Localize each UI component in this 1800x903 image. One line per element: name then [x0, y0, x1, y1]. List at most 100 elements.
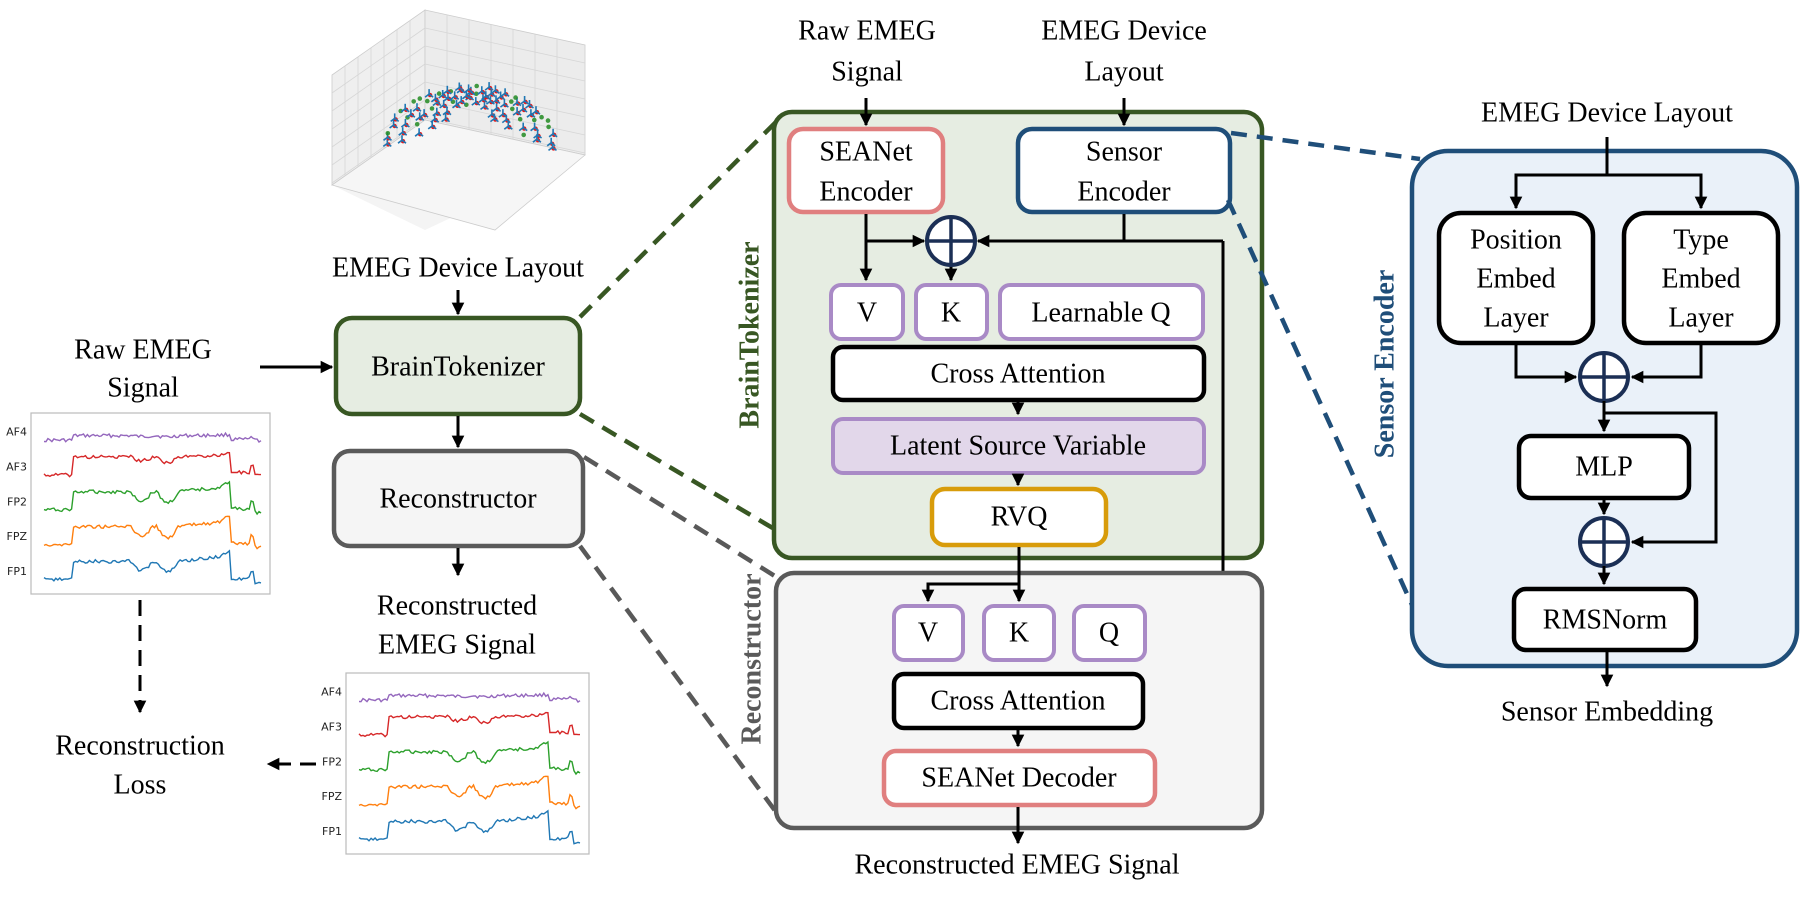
sensor-orientation — [460, 100, 466, 105]
signal-trace-af3 — [358, 711, 580, 738]
signal-trace-af4 — [358, 691, 581, 703]
sensor-orientation — [500, 95, 506, 101]
learnable-q-block[interactable]: Learnable Q — [998, 283, 1205, 341]
add-icon — [1578, 351, 1630, 403]
sensor-encoder-block[interactable]: Sensor Encoder — [1015, 126, 1233, 215]
rec-k-block[interactable]: K — [982, 604, 1056, 662]
tok-v-block[interactable]: V — [829, 283, 905, 341]
signal-trace-af3 — [43, 451, 261, 478]
signal-trace-fp1 — [43, 549, 262, 585]
tok-input-layout-1: EMEG Device — [1041, 16, 1207, 47]
tok-k-block[interactable]: K — [914, 283, 989, 341]
reconstructor-block[interactable]: Reconstructor — [331, 448, 586, 549]
zoom-connector-reconstructor-top — [582, 455, 780, 580]
sensor-orientation — [464, 88, 470, 94]
sensor-orientation — [495, 99, 501, 105]
sensor-orientation — [548, 146, 553, 152]
sensor-orientation — [493, 117, 499, 123]
sensor-orientation — [436, 101, 442, 107]
sensor-orientation — [548, 133, 554, 138]
signal-trace-fpz — [358, 775, 581, 810]
sensor-orientation — [387, 136, 392, 141]
sensor-orientation — [536, 138, 542, 143]
reference-point — [521, 132, 526, 138]
grid-line — [424, 45, 586, 82]
channel-label: AF4 — [6, 426, 27, 439]
channel-label: FPZ — [322, 790, 343, 803]
reference-point — [546, 124, 551, 130]
sensor-orientation — [496, 95, 502, 101]
sensor-orientation — [530, 113, 536, 118]
brain-tokenizer-block[interactable]: BrainTokenizer — [333, 315, 583, 417]
rvq-block[interactable]: RVQ — [929, 486, 1109, 548]
sensor-orientation — [490, 92, 496, 98]
sensor-orientation — [424, 93, 430, 98]
latent-source-variable-block[interactable]: Latent Source Variable — [831, 417, 1206, 475]
sensor-orientation — [406, 113, 412, 118]
sensor-orientation — [481, 90, 487, 95]
sensor-orientation — [434, 98, 440, 103]
learnable-q-label: Learnable Q — [1031, 298, 1170, 329]
sensor-encoder-label-2: Encoder — [1077, 177, 1171, 208]
sensor-orientation — [436, 112, 442, 117]
type-embed-layer-block[interactable]: Type Embed Layer — [1621, 210, 1781, 346]
sensor-orientation — [532, 138, 538, 143]
rec-q-block[interactable]: Q — [1072, 604, 1147, 662]
sensor-orientation — [442, 90, 448, 95]
mlp-block[interactable]: MLP — [1516, 433, 1692, 501]
sensor-orientation — [552, 133, 558, 138]
sensor-orientation — [499, 103, 505, 108]
sensor-orientation — [552, 146, 557, 152]
rec-cross-attention-block[interactable]: Cross Attention — [891, 671, 1146, 731]
position-embed-layer-block[interactable]: Position Embed Layer — [1436, 210, 1596, 346]
raw-signal-label-2: Signal — [107, 373, 179, 404]
reference-point — [429, 106, 435, 111]
reference-point — [509, 99, 514, 104]
sensor-orientation — [535, 110, 541, 115]
rec-v-block[interactable]: V — [892, 604, 965, 662]
add-icon — [925, 215, 977, 267]
sensor-orientation — [503, 125, 509, 130]
sensor-orientation — [456, 104, 461, 109]
sensor-orientation — [434, 118, 440, 123]
grid-line — [331, 99, 426, 166]
sensor-orientation — [492, 107, 498, 112]
reconstructor-label: Reconstructor — [379, 484, 537, 515]
seanet-encoder-block[interactable]: SEANet Encoder — [786, 126, 946, 215]
sensor-orientation — [443, 97, 449, 102]
sensor-orientation — [461, 95, 467, 100]
sensor-orientation — [531, 110, 537, 115]
sensor-orientation — [487, 113, 493, 119]
reference-point — [425, 98, 430, 104]
rmsnorm-label: RMSNorm — [1543, 605, 1668, 636]
zoom-connector-tokenizer-top — [578, 120, 778, 319]
reference-point — [532, 117, 537, 123]
reference-point — [414, 122, 420, 127]
sensor-orientation — [441, 117, 447, 123]
sensor-orientation — [456, 100, 462, 105]
sensor-orientation — [490, 89, 496, 94]
sensor-orientation — [439, 104, 445, 109]
sensor-orientation — [450, 95, 456, 100]
sensor-orientation — [400, 123, 406, 128]
seanet-decoder-block[interactable]: SEANet Decoder — [881, 748, 1158, 808]
sensor-orientation — [494, 89, 500, 94]
se-input-label: EMEG Device Layout — [1481, 98, 1733, 129]
reference-point — [436, 91, 442, 96]
tok-cross-attention-block[interactable]: Cross Attention — [830, 344, 1207, 403]
rvq-label: RVQ — [991, 502, 1048, 533]
reference-point — [510, 106, 515, 112]
sensor-orientation — [443, 104, 449, 109]
signal-trace-fp1 — [358, 809, 581, 845]
sensor-encoder-label-1: Sensor — [1086, 137, 1163, 168]
sensor-orientation — [484, 86, 490, 91]
sensor-orientation — [522, 126, 528, 132]
channel-label: FP2 — [7, 495, 27, 508]
tok-input-signal-1: Raw EMEG — [798, 16, 936, 47]
rmsnorm-block[interactable]: RMSNorm — [1511, 586, 1699, 653]
sensor-orientation — [452, 104, 457, 109]
sensor-orientation — [481, 95, 487, 100]
sensor-orientation — [537, 134, 543, 139]
tok-input-signal-2: Signal — [831, 57, 903, 88]
